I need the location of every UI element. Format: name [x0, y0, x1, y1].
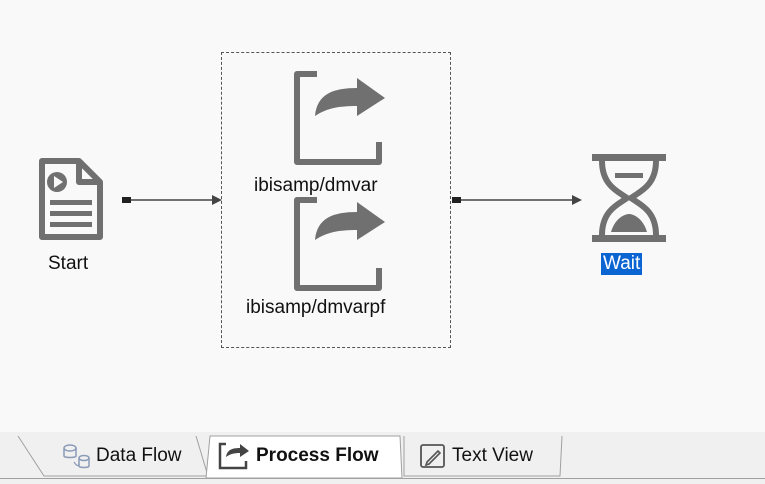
tab-data-flow-label: Data Flow	[96, 445, 182, 466]
wait-node-label: Wait	[601, 253, 643, 275]
process-flow-node-icon	[294, 197, 385, 291]
text-view-icon	[420, 444, 445, 468]
process-node-dmvarpf[interactable]	[287, 196, 387, 297]
tab-process-flow[interactable]: Process Flow	[216, 436, 379, 476]
group-to-wait-arrowhead	[572, 195, 582, 205]
process-flow-node-icon	[294, 71, 385, 165]
parallel-group-box[interactable]	[221, 52, 451, 348]
tab-data-flow[interactable]: Data Flow	[60, 436, 182, 476]
tab-text-view-label: Text View	[452, 445, 533, 466]
process-flow-icon	[218, 442, 249, 470]
tab-text-view[interactable]: Text View	[418, 436, 533, 476]
process-node-dmvarpf-label: ibisamp/dmvarpf	[246, 297, 386, 318]
group-connector-port[interactable]	[452, 197, 461, 203]
process-node-dmvar-label: ibisamp/dmvar	[254, 175, 378, 196]
tab-bar-baseline	[0, 478, 765, 479]
process-flow-canvas[interactable]: Start ibisamp/dmvar ibisamp/dmvarpf Wait	[0, 0, 765, 432]
hourglass-icon	[592, 154, 666, 242]
data-flow-icon	[63, 444, 90, 469]
wait-node[interactable]	[589, 152, 669, 249]
start-document-icon	[39, 158, 103, 240]
tab-process-flow-label: Process Flow	[256, 445, 379, 466]
process-node-dmvar[interactable]	[287, 68, 387, 173]
start-node[interactable]	[37, 156, 105, 247]
start-to-group-arrowhead	[212, 195, 222, 205]
connections-layer	[122, 195, 582, 205]
start-connector-port[interactable]	[122, 197, 131, 203]
start-node-label: Start	[48, 253, 89, 274]
